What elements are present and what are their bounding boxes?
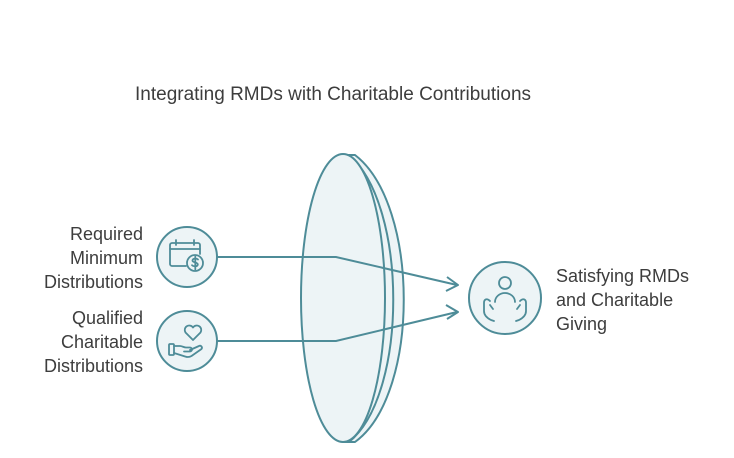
lens-middle-edge: [348, 154, 395, 443]
diagram-title: Integrating RMDs with Charitable Contrib…: [135, 84, 532, 105]
output-node: [468, 261, 542, 335]
output-label: Satisfying RMDs and Charitable Giving: [556, 266, 690, 334]
hand-heart-icon: [168, 324, 203, 358]
connector-qcd: [217, 311, 458, 342]
arrowhead-rmd: [445, 276, 459, 292]
calendar-dollar-icon: [169, 239, 204, 272]
rmd-node: [156, 226, 218, 288]
qcd-node: [156, 310, 218, 372]
lens-front: [300, 153, 386, 443]
person-cupped-hands-icon: [483, 276, 527, 322]
input-label-qcd: Qualified Charitable Distributions: [43, 308, 143, 376]
input-label-rmd: Required Minimum Distributions: [43, 224, 143, 292]
arrowhead-qcd: [445, 304, 459, 320]
connector-rmd: [217, 256, 458, 286]
